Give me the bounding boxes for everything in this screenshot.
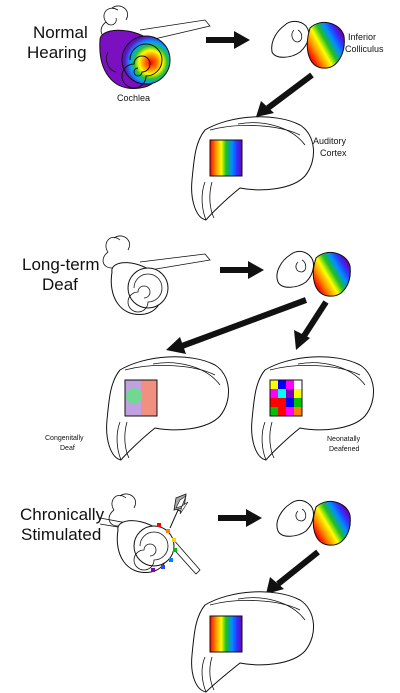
cortex-patch-neonatal xyxy=(269,379,303,417)
cochlea-label: Cochlea xyxy=(117,93,150,103)
arrow-head xyxy=(266,577,284,594)
arrow-head xyxy=(166,337,186,354)
cochlea-implant xyxy=(99,493,201,575)
arrow-ic-to-neonatal xyxy=(301,300,329,338)
electrode xyxy=(161,565,165,569)
arrow-head xyxy=(256,101,274,117)
ic-label-2: Colliculus xyxy=(345,44,384,54)
cortex-label-1: Auditory xyxy=(313,136,347,146)
neonatal-label-2: Deafened xyxy=(329,446,359,453)
arrow-ic-to-congenital xyxy=(180,297,308,349)
arrow-ic-to-cortex xyxy=(266,72,314,111)
cortex-tonotopy-normal xyxy=(209,139,243,177)
stim-label-2: Stimulated xyxy=(21,525,101,544)
electrode xyxy=(169,558,173,562)
brain-stimulated xyxy=(191,591,315,693)
neonatal-label-1: Neonatally xyxy=(327,436,361,443)
arrow-ic-to-cortex-stim xyxy=(276,549,320,587)
ic-label-1: Inferior xyxy=(348,32,376,42)
cochlea-normal xyxy=(99,5,211,89)
cortex-tonotopy-stim xyxy=(209,615,243,653)
inferior-colliculus-stim xyxy=(276,499,351,546)
congenital-label-2: Deaf xyxy=(60,445,75,452)
brain-congenital xyxy=(106,356,230,461)
electrode xyxy=(151,568,155,572)
electrode xyxy=(157,523,161,527)
electrode xyxy=(172,538,176,542)
arrow-head xyxy=(246,509,262,527)
congenital-label-1: Congenitally xyxy=(45,435,84,442)
deaf-label-1: Long-term xyxy=(22,255,99,274)
electrode xyxy=(166,529,170,533)
arrow-head xyxy=(248,261,264,279)
arrow-head xyxy=(234,31,250,49)
electrode xyxy=(173,548,177,552)
deaf-label-2: Deaf xyxy=(42,275,78,294)
normal-hearing-label-2: Hearing xyxy=(27,43,87,62)
brain-normal xyxy=(191,116,315,221)
normal-hearing-label-1: Normal xyxy=(33,23,88,42)
cortex-patch-congenital xyxy=(124,379,158,417)
arrow-head xyxy=(294,330,310,350)
inferior-colliculus-normal xyxy=(271,20,345,69)
brain-neonatal xyxy=(251,356,375,461)
cochlea-deaf xyxy=(102,235,211,315)
cortex-label-2: Cortex xyxy=(320,148,347,158)
stim-label-1: Chronically xyxy=(20,505,105,524)
inferior-colliculus-deaf xyxy=(276,250,351,297)
